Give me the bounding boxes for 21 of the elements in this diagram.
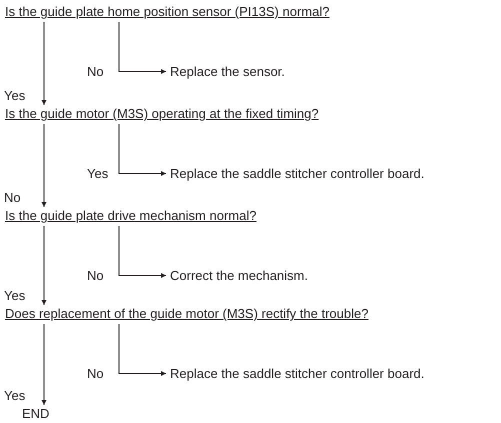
question-text: Is the guide plate drive mechanism normal? xyxy=(5,208,256,223)
question-text: Does replacement of the guide motor (M3S) rectify the trouble? xyxy=(5,306,368,321)
edge-label: Yes xyxy=(3,88,26,103)
arrow xyxy=(42,324,46,406)
arrow xyxy=(118,22,166,74)
edge-label: Yes xyxy=(3,388,26,403)
edge-label: No xyxy=(3,190,22,205)
action-text: Replace the sensor. xyxy=(170,64,285,79)
arrow xyxy=(42,22,46,106)
end-text: END xyxy=(22,406,50,421)
arrow xyxy=(42,226,46,306)
question-text: Is the guide plate home position sensor (PI13S) normal? xyxy=(5,4,330,19)
action-text: Replace the saddle stitcher controller board. xyxy=(170,366,424,381)
arrow xyxy=(118,324,166,376)
arrow xyxy=(42,124,46,208)
question-text: Is the guide motor (M3S) operating at the fixed timing? xyxy=(5,106,319,121)
edge-label: Yes xyxy=(3,288,26,303)
arrow xyxy=(118,124,166,176)
arrow xyxy=(118,226,166,278)
action-text: Replace the saddle stitcher controller board. xyxy=(170,166,424,181)
action-text: Correct the mechanism. xyxy=(170,268,308,283)
